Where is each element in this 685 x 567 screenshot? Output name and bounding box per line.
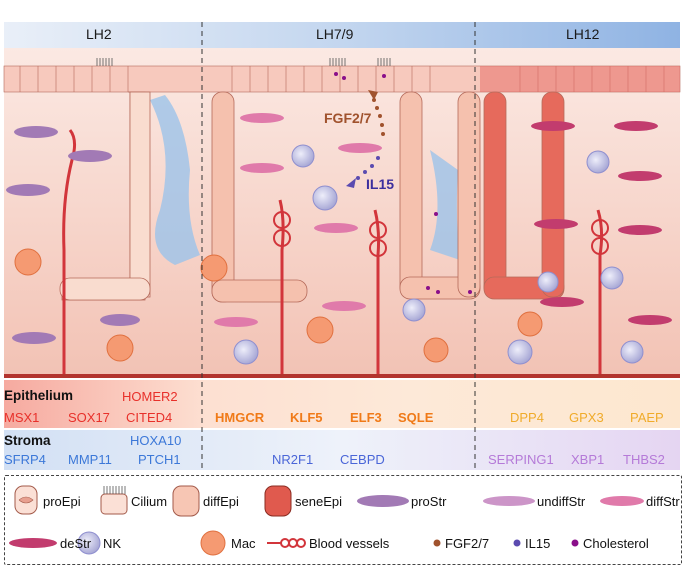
stroma-background	[4, 48, 680, 378]
gene-label: CEBPD	[340, 452, 385, 467]
gene-label: HMGCR	[215, 410, 265, 425]
gene-label: KLF5	[290, 410, 323, 425]
endometrium-illustration	[3, 22, 681, 470]
il15-arrow	[346, 156, 380, 188]
gene-label: THBS2	[623, 452, 665, 467]
stroma-header: Stroma	[4, 433, 51, 448]
legend-label: Mac	[231, 536, 256, 551]
legend-label: NK	[103, 536, 122, 551]
gene-label: MMP11	[68, 452, 112, 467]
legend-label: proStr	[411, 494, 447, 509]
seneepi-icon	[264, 485, 292, 517]
stromal-cells	[6, 113, 672, 344]
phase-label-lh2: LH2	[86, 26, 112, 42]
cholesterol-dot-icon	[571, 539, 579, 547]
basal-border	[4, 374, 680, 378]
diffstr-icon	[600, 496, 644, 506]
cilium	[96, 58, 391, 66]
epithelium-header: Epithelium	[4, 388, 74, 403]
legend-label: FGF2/7	[445, 536, 490, 551]
macrophages	[14, 248, 543, 363]
surface-epithelium	[3, 65, 681, 93]
phase-header-bar	[4, 22, 680, 48]
cilium-icon	[100, 493, 128, 515]
legend-label: proEpi	[43, 494, 81, 509]
gene-label: HOMER2	[122, 389, 178, 404]
il15-label: IL15	[366, 176, 395, 192]
fgf-dot-icon	[433, 539, 441, 547]
prostr-icon	[357, 495, 409, 507]
legend-label: seneEpi	[295, 494, 342, 509]
diffepi-icon	[172, 485, 200, 517]
gene-label: XBP1	[571, 452, 605, 467]
legend-icons	[9, 485, 644, 556]
legend-label: diffStr	[646, 494, 680, 509]
fgf-label: FGF2/7	[324, 110, 372, 126]
legend-label: Cilium	[131, 494, 168, 509]
gene-label: SQLE	[398, 410, 434, 425]
gene-label: ELF3	[350, 410, 382, 425]
gland-lumen-fluid	[430, 150, 460, 260]
legend-label: Blood vessels	[309, 536, 390, 551]
blood-vessel-icon	[267, 538, 306, 548]
destr-icon	[9, 538, 57, 548]
nk-icon	[77, 531, 101, 555]
phase-label-lh79: LH7/9	[316, 26, 354, 42]
il15-dot-icon	[513, 539, 521, 547]
vessel-coils	[273, 211, 609, 257]
gene-label: HOXA10	[130, 433, 182, 448]
gene-label: PAEP	[630, 410, 664, 425]
legend: proEpi Cilium diffEpi seneEpi proStr und…	[4, 475, 682, 565]
gene-label: MSX1	[4, 410, 40, 425]
gene-label: DPP4	[510, 410, 544, 425]
fgf-arrow	[368, 90, 385, 136]
gene-label: SERPING1	[488, 452, 554, 467]
gene-label: GPX3	[569, 410, 604, 425]
gene-label: CITED4	[126, 410, 173, 425]
gene-label: SOX17	[68, 410, 110, 425]
mac-icon	[200, 530, 226, 556]
cholesterol-dots	[334, 72, 472, 294]
nk-cells	[233, 144, 644, 365]
legend-label: Cholesterol	[583, 536, 649, 551]
undiffstr-icon	[483, 496, 535, 506]
legend-label: undiffStr	[537, 494, 586, 509]
epithelium-marker-row	[4, 380, 680, 428]
legend-label: diffEpi	[203, 494, 239, 509]
phase-label-lh12: LH12	[566, 26, 600, 42]
stroma-marker-row	[4, 430, 680, 470]
gene-label: NR2F1	[272, 452, 314, 467]
legend-label: IL15	[525, 536, 551, 551]
legend-label: deStr	[60, 536, 92, 551]
gland-lumen-fluid	[150, 95, 200, 265]
glands	[59, 91, 565, 303]
gene-label: PTCH1	[138, 452, 181, 467]
gene-label: SFRP4	[4, 452, 46, 467]
